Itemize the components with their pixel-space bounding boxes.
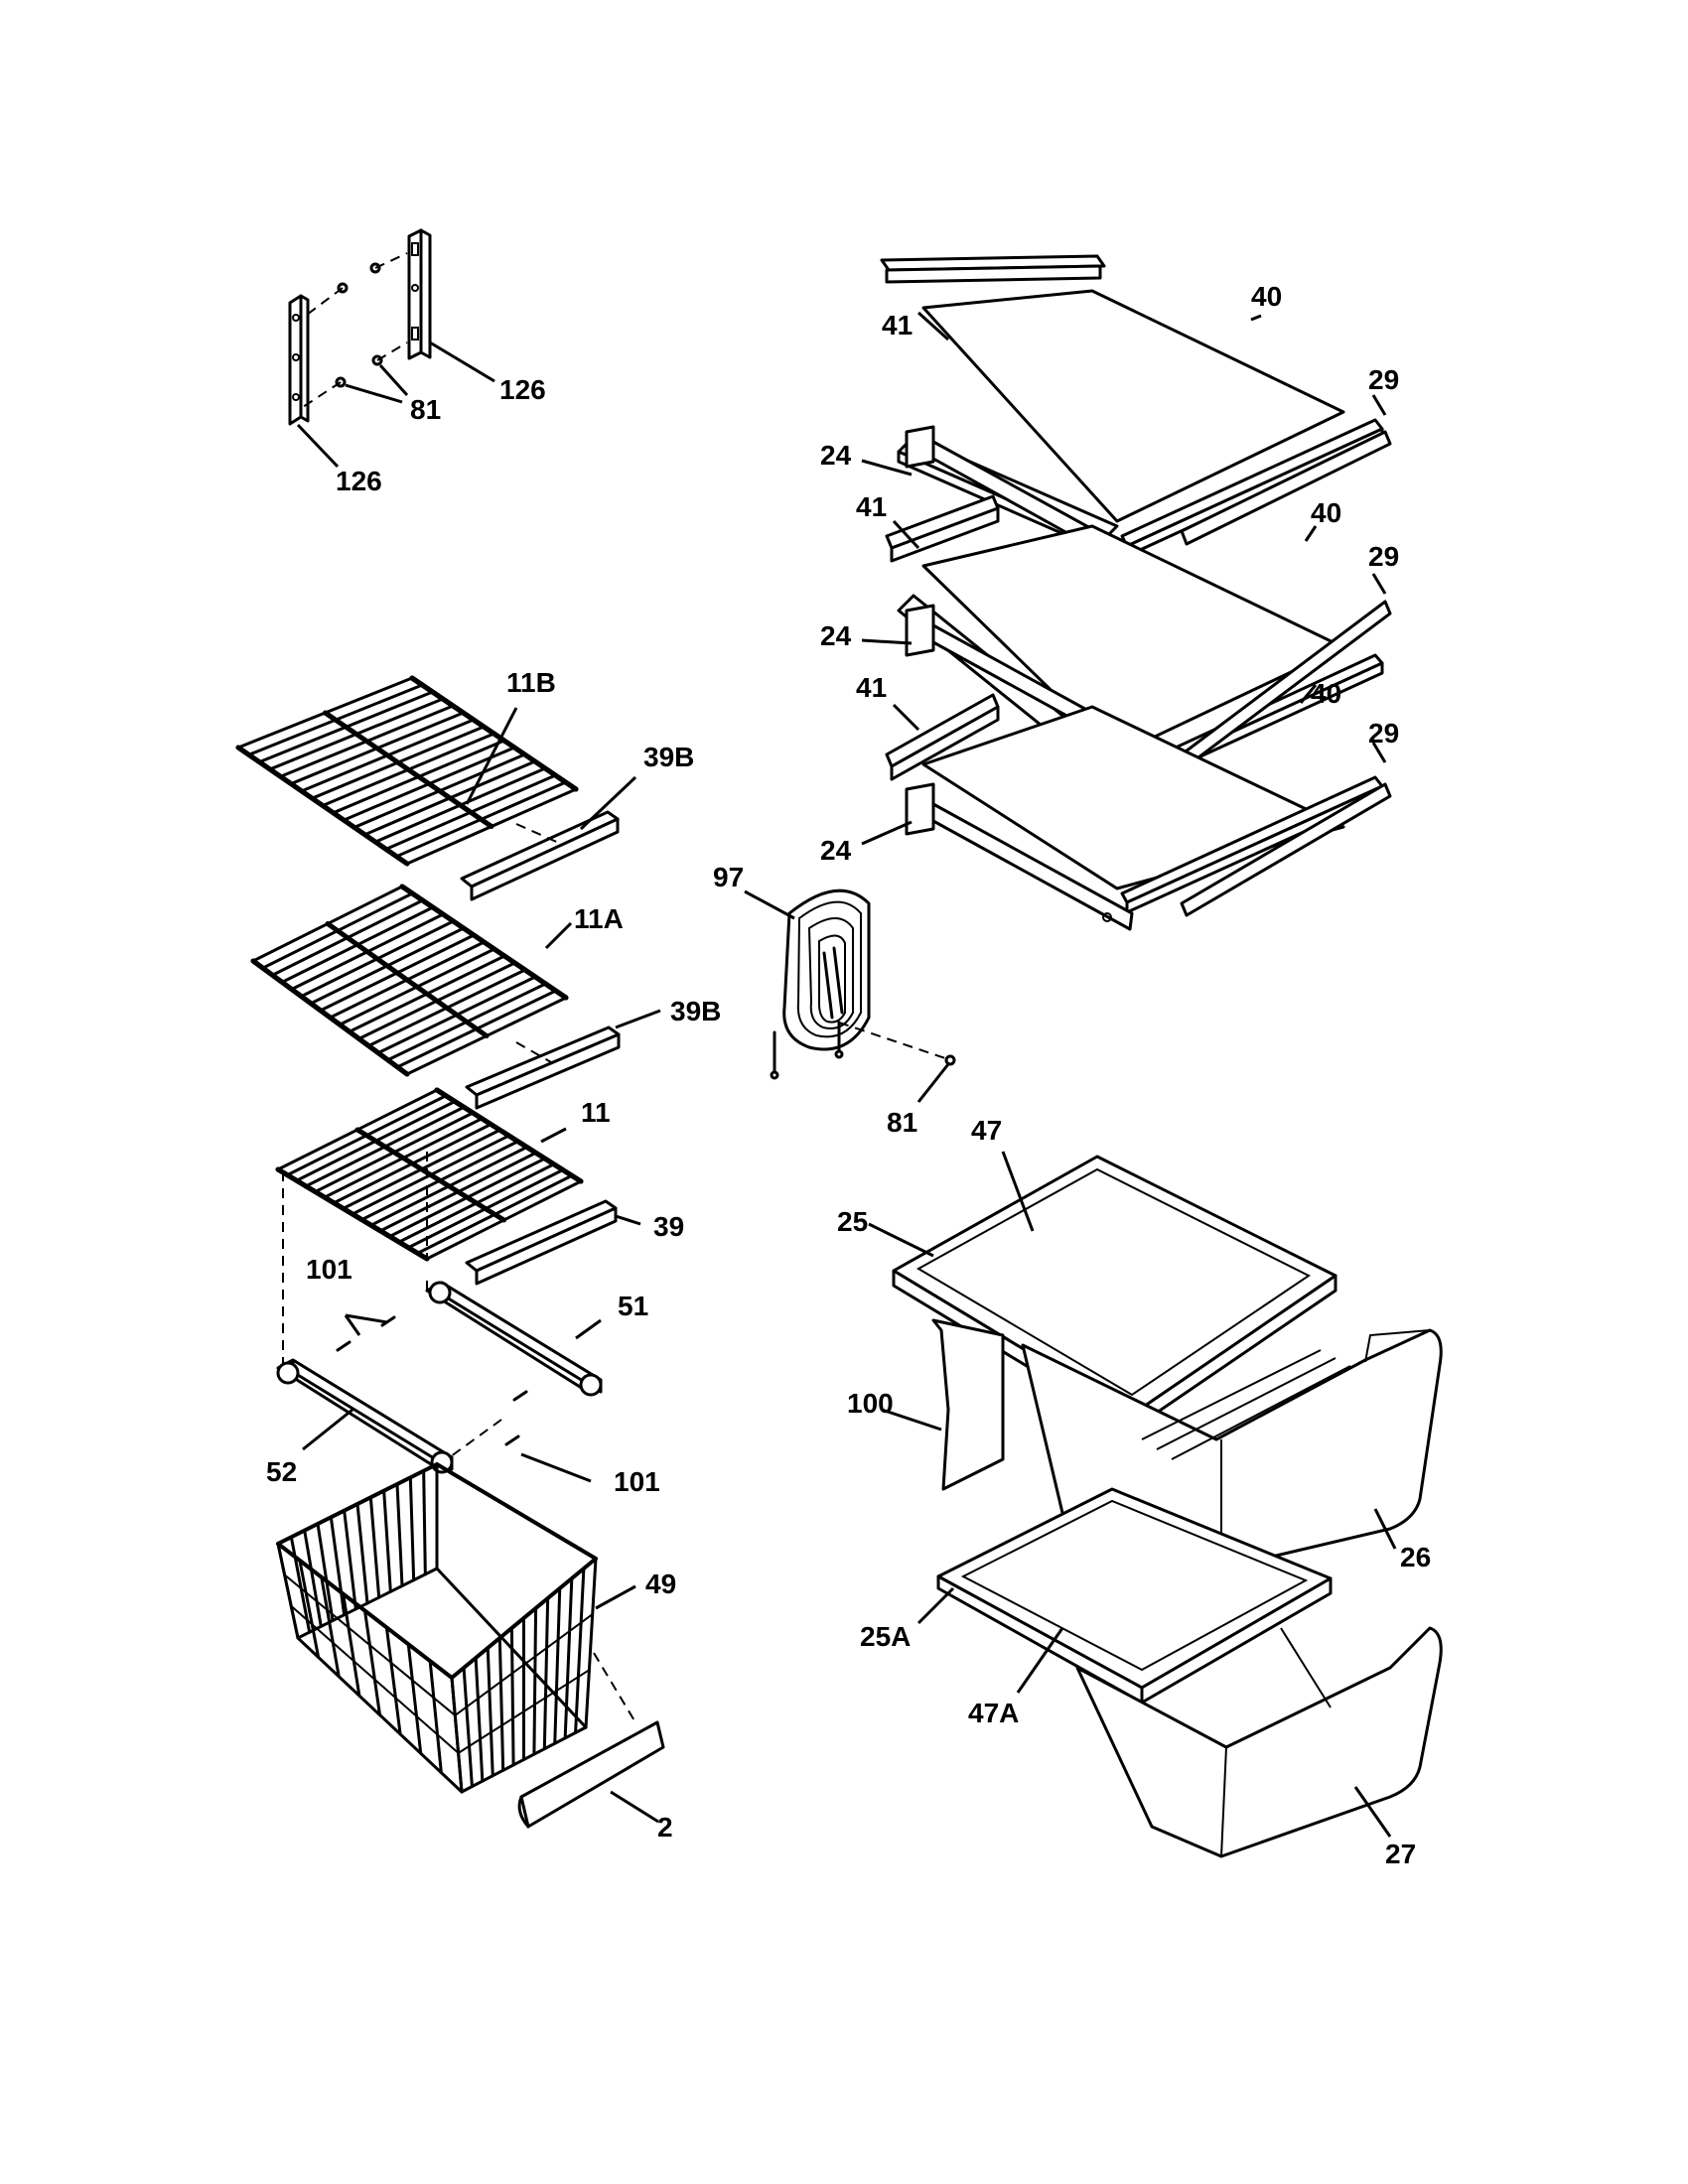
callout-81: 81 [410, 394, 441, 425]
screws-81-top [302, 252, 408, 408]
callout-24: 24 [820, 835, 852, 866]
callout-26: 26 [1400, 1542, 1431, 1572]
callout-101: 101 [306, 1254, 352, 1285]
callout-24: 24 [820, 620, 852, 651]
callout-2: 2 [657, 1812, 673, 1843]
callout-11a: 11A [574, 903, 624, 934]
callout-40: 40 [1311, 678, 1341, 709]
callout-25: 25 [837, 1206, 868, 1237]
shelf-trim-39 [465, 1199, 618, 1286]
wire-shelf-11 [275, 1087, 584, 1262]
shelf-bracket-24-bottom [905, 782, 1134, 931]
callout-47a: 47A [968, 1698, 1019, 1728]
callout-41: 41 [856, 672, 887, 703]
shelf-trim-39b-upper [460, 810, 620, 901]
callout-29: 29 [1368, 718, 1399, 749]
bracket-126-left [288, 294, 310, 426]
wire-basket-49 [276, 1462, 598, 1794]
callout-11: 11 [581, 1097, 611, 1128]
callout-29: 29 [1368, 364, 1399, 395]
wire-shelf-11b [235, 675, 579, 867]
callout-97: 97 [713, 862, 744, 892]
callout-41: 41 [856, 491, 887, 522]
callout-39b: 39B [670, 996, 721, 1026]
screws-101 [336, 1315, 528, 1446]
callout-101: 101 [614, 1466, 660, 1497]
callout-81: 81 [887, 1107, 917, 1138]
callout-40: 40 [1311, 497, 1341, 528]
callout-labels: 126 81 126 40 41 29 24 41 40 29 24 41 40… [266, 281, 1431, 1869]
callout-126: 126 [336, 466, 382, 496]
callout-27: 27 [1385, 1839, 1416, 1869]
callout-39b: 39B [643, 742, 694, 772]
bracket-126-right [407, 228, 432, 360]
wire-shelf-11a [250, 884, 569, 1077]
heater-coil-97 [770, 888, 871, 1080]
callout-100: 100 [847, 1388, 894, 1419]
callout-51: 51 [618, 1291, 648, 1321]
basket-handle-2 [517, 1720, 665, 1829]
shelf-trim-39b-lower [465, 1025, 621, 1110]
drawer-slide-51 [425, 1281, 603, 1397]
callout-24: 24 [820, 440, 852, 471]
callout-49: 49 [645, 1569, 676, 1599]
callout-29: 29 [1368, 541, 1399, 572]
callout-47: 47 [971, 1115, 1002, 1146]
callout-40: 40 [1251, 281, 1282, 312]
drawer-slide-52 [276, 1358, 454, 1474]
glass-shelf-assembly-bottom [885, 693, 1392, 917]
callout-11b: 11B [506, 667, 556, 698]
callout-25a: 25A [860, 1621, 911, 1652]
crisper-drawer-27 [1075, 1626, 1443, 1858]
divider-100 [931, 1318, 1005, 1491]
screw-81-heater [944, 1054, 956, 1066]
crisper-cover-25a [936, 1487, 1333, 1705]
callout-126: 126 [499, 374, 546, 405]
callout-41: 41 [882, 310, 913, 341]
callout-52: 52 [266, 1456, 297, 1487]
callout-39: 39 [653, 1211, 684, 1242]
